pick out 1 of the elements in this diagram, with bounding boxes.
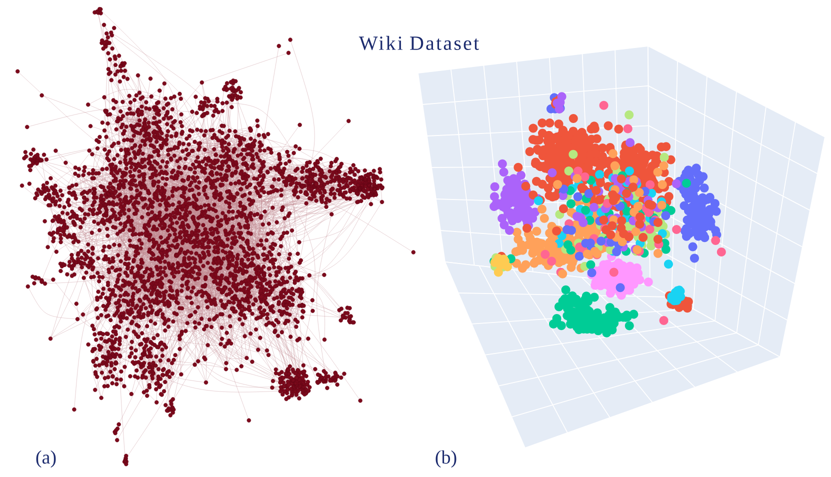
panel-label: (b) <box>436 450 456 468</box>
